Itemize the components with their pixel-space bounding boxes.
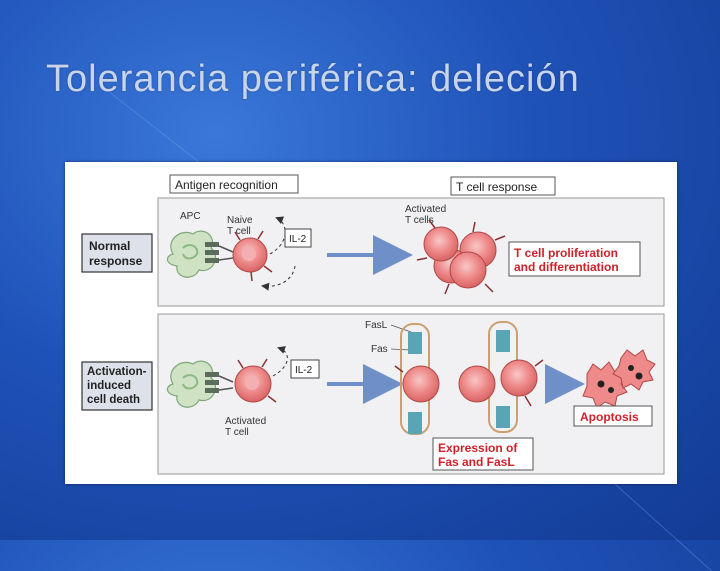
il2-box-2	[290, 359, 320, 379]
row-label-aicd-line1: Activation-	[87, 366, 147, 378]
activated-cell-label-line2: T cell	[225, 427, 249, 438]
diagram-figure: Antigen recognition T cell response Norm…	[65, 162, 677, 484]
expression-line1: Expression of	[438, 441, 518, 455]
fasl-label: FasL	[365, 320, 388, 331]
result-proliferation-line2: and differentiation	[514, 260, 619, 274]
fasl-pointer	[390, 324, 412, 333]
expression-line2: Fas and FasL	[438, 455, 515, 469]
proliferating-t-cells	[416, 219, 506, 295]
il2-label: IL-2	[289, 234, 307, 245]
apc-cell-2	[166, 360, 216, 408]
result-apoptosis-box	[573, 405, 653, 427]
apoptotic-cells	[582, 349, 656, 409]
header-t-cell-response-box	[450, 176, 556, 196]
naive-label-line2: T cell	[227, 226, 251, 237]
naive-t-cell	[232, 230, 273, 282]
result-apoptosis: Apoptosis	[580, 410, 639, 424]
activated-t-cell	[234, 358, 277, 403]
fas-label: Fas	[371, 344, 388, 355]
naive-label-line1: Naive	[227, 215, 253, 226]
result-proliferation-box	[508, 241, 641, 277]
activated-cells-label-line2: T cells	[405, 215, 434, 226]
decorative-line	[599, 470, 712, 571]
activated-cell-label-line1: Activated	[225, 416, 266, 427]
apc-label: APC	[180, 211, 201, 222]
row-label-normal-line1: Normal	[89, 239, 130, 253]
diagram-svg: Antigen recognition T cell response Norm…	[81, 174, 665, 475]
row-label-aicd-line2: induced	[87, 380, 131, 392]
il2-box	[284, 228, 312, 248]
fas-fasl-interacting-cells	[394, 321, 544, 435]
tcr-mhc-complex-2	[205, 372, 234, 393]
result-proliferation-line1: T cell proliferation	[514, 246, 618, 260]
expression-box	[432, 437, 534, 471]
apc-cell	[166, 230, 216, 278]
row-label-normal-box	[81, 233, 153, 273]
slide-title: Tolerancia periférica: deleción	[46, 58, 580, 100]
header-antigen-recognition: Antigen recognition	[175, 178, 278, 192]
header-t-cell-response: T cell response	[456, 180, 537, 194]
activated-cells-label-line1: Activated	[405, 204, 446, 215]
row-label-aicd-box	[81, 361, 153, 411]
il2-label-2: IL-2	[295, 365, 313, 376]
header-antigen-recognition-box	[169, 174, 299, 194]
row-label-aicd-line3: cell death	[87, 394, 140, 406]
row-label-normal-line2: response	[89, 254, 143, 268]
il2-feedback-arrow-bottom	[261, 265, 296, 291]
tcr-mhc-complex	[205, 242, 234, 263]
